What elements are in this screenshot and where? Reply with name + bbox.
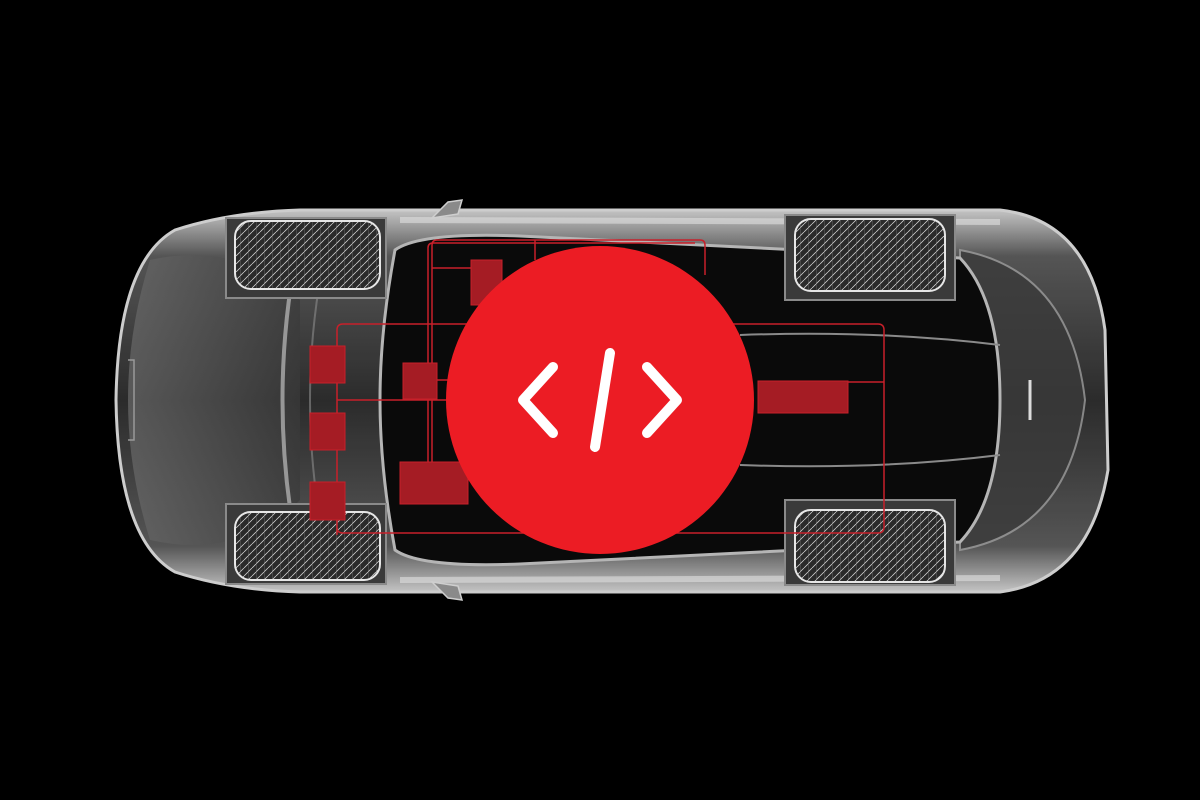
wheel-rear-right	[784, 499, 956, 586]
rear-module	[757, 380, 849, 414]
center-module-small	[402, 362, 438, 400]
center-module-large	[399, 461, 469, 505]
wheel-front-right	[225, 503, 387, 585]
wheel-front-left	[225, 217, 387, 299]
code-badge: </>	[446, 246, 754, 554]
code-icon	[518, 348, 682, 452]
front-module-bottom	[309, 481, 346, 521]
wheel-rear-left	[784, 214, 956, 301]
front-module-top	[309, 345, 346, 384]
front-module-mid	[309, 412, 346, 451]
